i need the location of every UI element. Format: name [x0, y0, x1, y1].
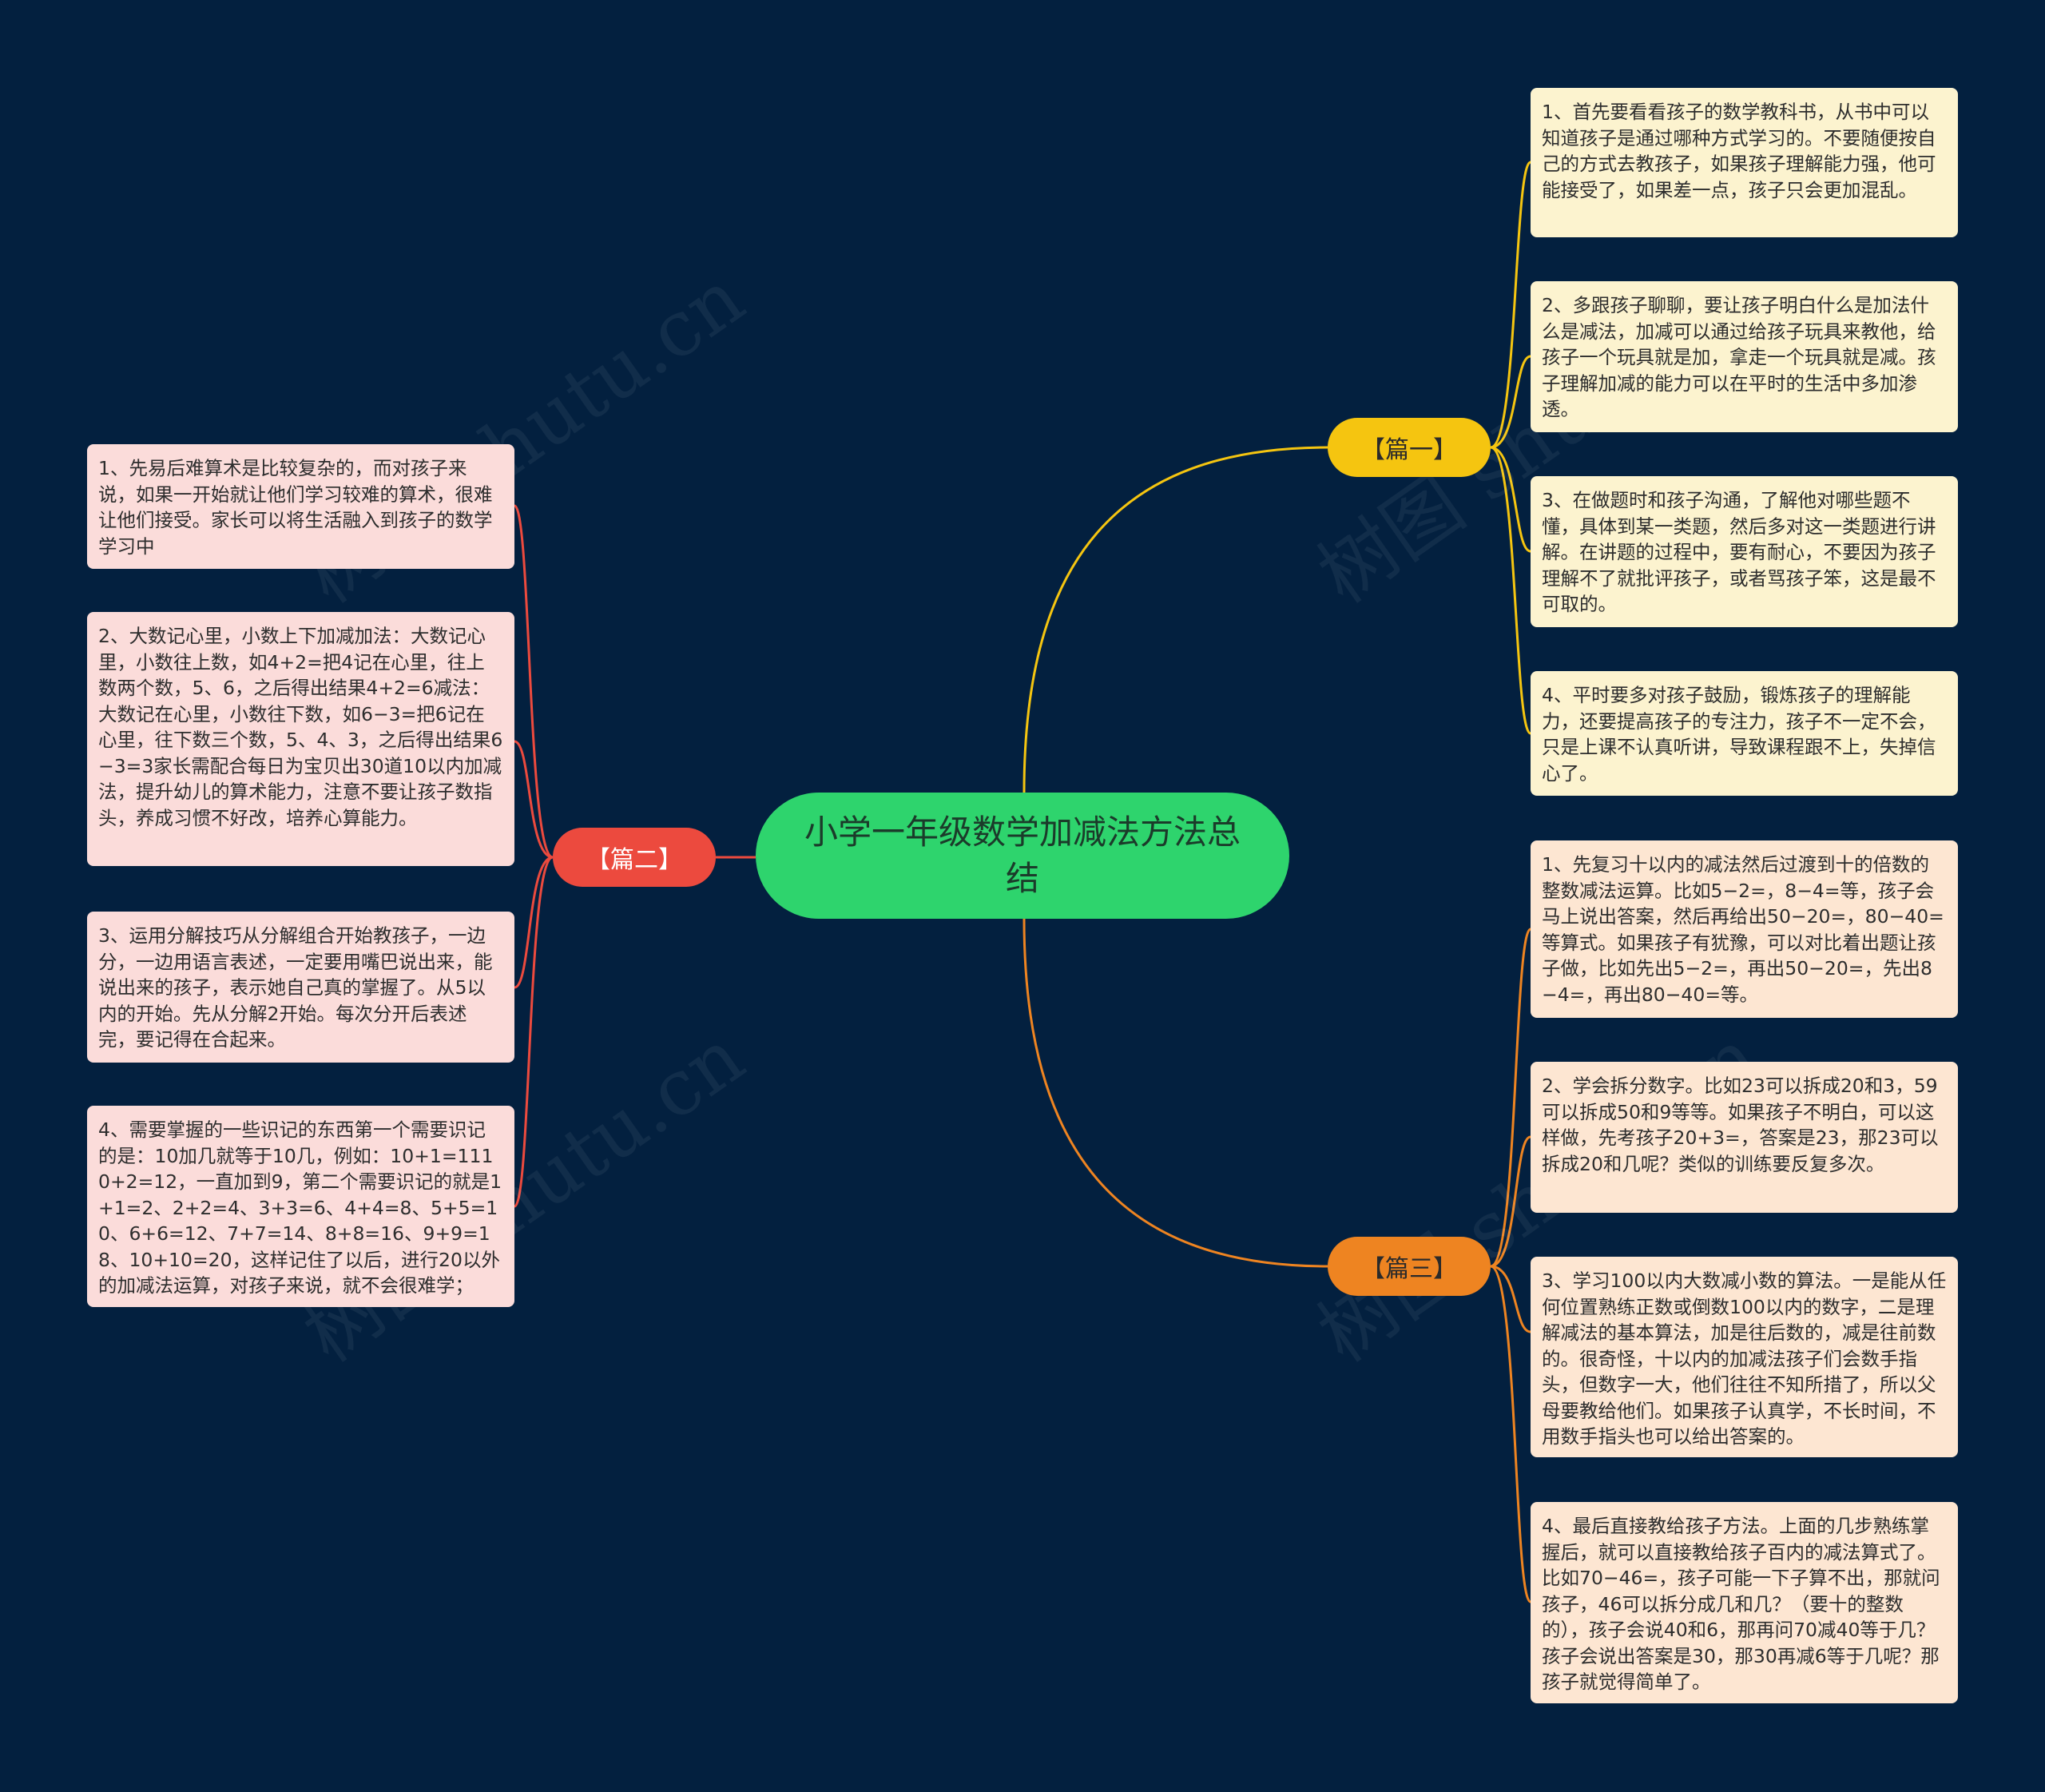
leaf-node[interactable]: 1、首先要看看孩子的数学教科书，从书中可以知道孩子是通过哪种方式学习的。不要随便… — [1531, 88, 1958, 237]
link-branch-2-item-3 — [514, 856, 554, 989]
link-branch-3-item-4 — [1490, 1265, 1532, 1603]
branch-node-1[interactable]: 【篇一】 — [1328, 418, 1491, 477]
branch-label: 【篇一】 — [1361, 436, 1457, 464]
link-branch-1-item-1 — [1490, 161, 1532, 449]
link-branch-3-item-3 — [1490, 1265, 1531, 1333]
link-branch-2-item-2 — [514, 740, 554, 859]
central-topic-label: 小学一年级数学加减法方法总结 — [804, 813, 1241, 898]
central-topic[interactable]: 小学一年级数学加减法方法总结 — [756, 793, 1289, 919]
leaf-node[interactable]: 2、大数记心里，小数上下加减加法：大数记心里，小数往上数，如4+2=把4记在心里… — [87, 612, 514, 866]
link-branch-2-item-1 — [513, 504, 554, 859]
leaf-node[interactable]: 3、运用分解技巧从分解组合开始教孩子，一边分，一边用语言表述，一定要用嘴巴说出来… — [87, 912, 514, 1063]
leaf-node[interactable]: 3、在做题时和孩子沟通，了解他对哪些题不懂，具体到某一类题，然后多对这一类题进行… — [1531, 476, 1958, 627]
leaf-node[interactable]: 1、先易后难算术是比较复杂的，而对孩子来说，如果一开始就让他们学习较难的算术，很… — [87, 444, 514, 569]
leaf-node[interactable]: 3、学习100以内大数减小数的算法。一是能从任何位置熟练正数或倒数100以内的数… — [1531, 1257, 1958, 1457]
link-branch-3-item-1 — [1490, 928, 1532, 1268]
link-branch-2-item-4 — [513, 856, 554, 1208]
link-center-branch-3 — [1022, 918, 1328, 1268]
link-branch-3-item-2 — [1490, 1135, 1531, 1268]
leaf-node[interactable]: 2、多跟孩子聊聊，要让孩子明白什么是加法什么是减法，加减可以通过给孩子玩具来教他… — [1531, 281, 1958, 432]
link-branch-1-item-4 — [1490, 446, 1532, 735]
branch-label: 【篇二】 — [586, 846, 682, 874]
leaf-node[interactable]: 1、先复习十以内的减法然后过渡到十的倍数的整数减法运算。比如5−2=，8−4=等… — [1531, 840, 1958, 1018]
leaf-node[interactable]: 4、平时要多对孩子鼓励，锻炼孩子的理解能力，还要提高孩子的专注力，孩子不一定不会… — [1531, 671, 1958, 796]
branch-node-2[interactable]: 【篇二】 — [553, 828, 716, 887]
leaf-node[interactable]: 2、学会拆分数字。比如23可以拆成20和3，59可以拆成50和9等等。如果孩子不… — [1531, 1062, 1958, 1213]
link-branch-1-item-3 — [1490, 446, 1531, 553]
branch-label: 【篇三】 — [1361, 1255, 1457, 1283]
link-center-branch-1 — [1022, 446, 1328, 793]
leaf-node[interactable]: 4、最后直接教给孩子方法。上面的几步熟练掌握后，就可以直接教给孩子百内的减法算式… — [1531, 1502, 1958, 1703]
branch-node-3[interactable]: 【篇三】 — [1328, 1237, 1491, 1296]
leaf-node[interactable]: 4、需要掌握的一些识记的东西第一个需要识记的是：10加几就等于10几，例如：10… — [87, 1106, 514, 1307]
link-branch-1-item-2 — [1490, 355, 1531, 449]
